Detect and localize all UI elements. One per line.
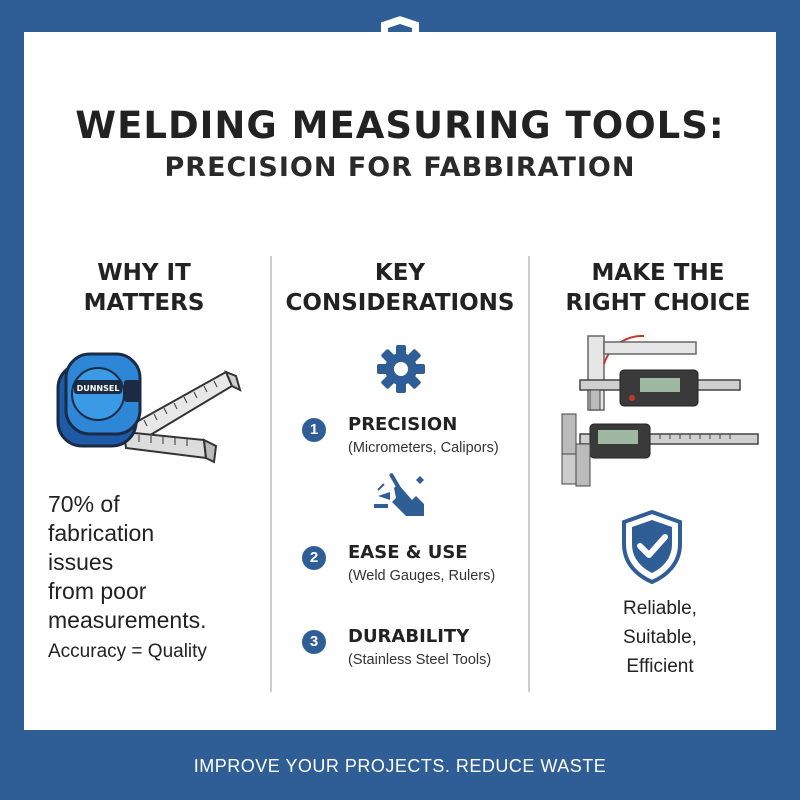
key-heading-line1: KEY: [374, 260, 426, 286]
stat-line: issues: [48, 549, 114, 575]
item-title-durability: DURABILITY: [348, 626, 470, 647]
item-detail-ease: (Weld Gauges, Rulers): [348, 568, 496, 584]
key-heading-line2: CONSIDERATIONS: [285, 290, 515, 316]
choice-heading-line2: RIGHT CHOICE: [565, 290, 751, 316]
page-subtitle: PRECISION FOR FABBIRATION: [164, 152, 636, 183]
tape-measure-icon: DUNNSEL: [56, 352, 242, 464]
key-heading: KEY CONSIDERATIONS: [280, 258, 520, 318]
why-heading-line2: MATTERS: [83, 290, 205, 316]
why-tagline: Accuracy = Quality: [48, 641, 207, 662]
item-title-precision: PRECISION: [348, 414, 458, 435]
item-number-1: 1: [302, 418, 326, 442]
choice-heading: MAKE THE RIGHT CHOICE: [538, 258, 778, 318]
gear-icon: [377, 345, 425, 393]
column-divider-left: [270, 256, 272, 692]
footer-banner: IMPROVE YOUR PROJECTS. REDUCE WASTE: [193, 756, 607, 776]
choice-benefits: Reliable, Suitable, Efficient: [560, 594, 760, 681]
item-detail-precision: (Micrometers, Calipors): [348, 440, 499, 456]
column-divider-right: [528, 256, 530, 692]
page-title: WELDING MEASURING TOOLS:: [75, 104, 725, 147]
item-number-3: 3: [302, 630, 326, 654]
shield-check-icon: [622, 509, 682, 585]
stat-line: fabrication: [48, 520, 155, 546]
stat-line: from poor: [48, 578, 147, 604]
why-stat-text: 70% of fabrication issues from poor meas…: [48, 490, 248, 666]
benefit-item: Reliable,: [623, 598, 697, 619]
item-title-ease: EASE & USE: [348, 542, 468, 563]
hand-pointer-icon: [374, 473, 424, 516]
benefit-item: Suitable,: [623, 627, 697, 648]
why-heading: WHY IT MATTERS: [24, 258, 264, 318]
item-number-2: 2: [302, 546, 326, 570]
tape-brand-label: DUNNSEL: [77, 384, 120, 393]
why-heading-line1: WHY IT: [97, 260, 191, 286]
benefit-item: Efficient: [626, 656, 694, 677]
caliper-icon: [561, 334, 759, 487]
choice-heading-line1: MAKE THE: [591, 260, 725, 286]
item-detail-durability: (Stainless Steel Tools): [348, 652, 492, 668]
stat-line: measurements.: [48, 607, 207, 633]
stat-line: 70% of: [48, 491, 120, 517]
